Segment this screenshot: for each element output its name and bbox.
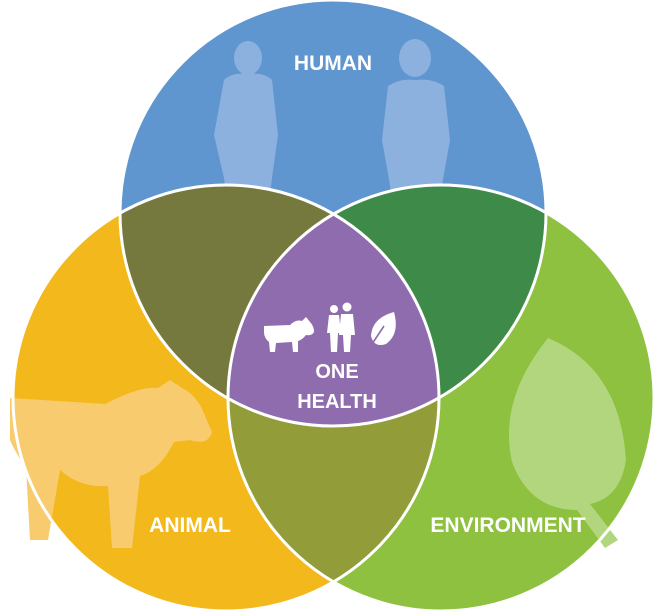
leaf-silhouette-icon [508, 338, 626, 548]
center-label-line2: HEALTH [297, 391, 377, 413]
cow-icon [264, 317, 314, 352]
animal-label: ANIMAL [149, 514, 231, 537]
center-icons [264, 302, 396, 352]
environment-label: ENVIRONMENT [430, 514, 585, 537]
cow-silhouette-icon [10, 380, 212, 548]
center-label-line1: ONE [315, 361, 358, 383]
circle-outlines [11, 0, 654, 613]
leaf-icon [367, 312, 396, 351]
people-icon [327, 302, 355, 352]
person-silhouette-icon [214, 41, 278, 210]
person-silhouette-icon [382, 39, 450, 210]
human-label: HUMAN [294, 52, 372, 75]
human-silhouettes [214, 39, 450, 210]
